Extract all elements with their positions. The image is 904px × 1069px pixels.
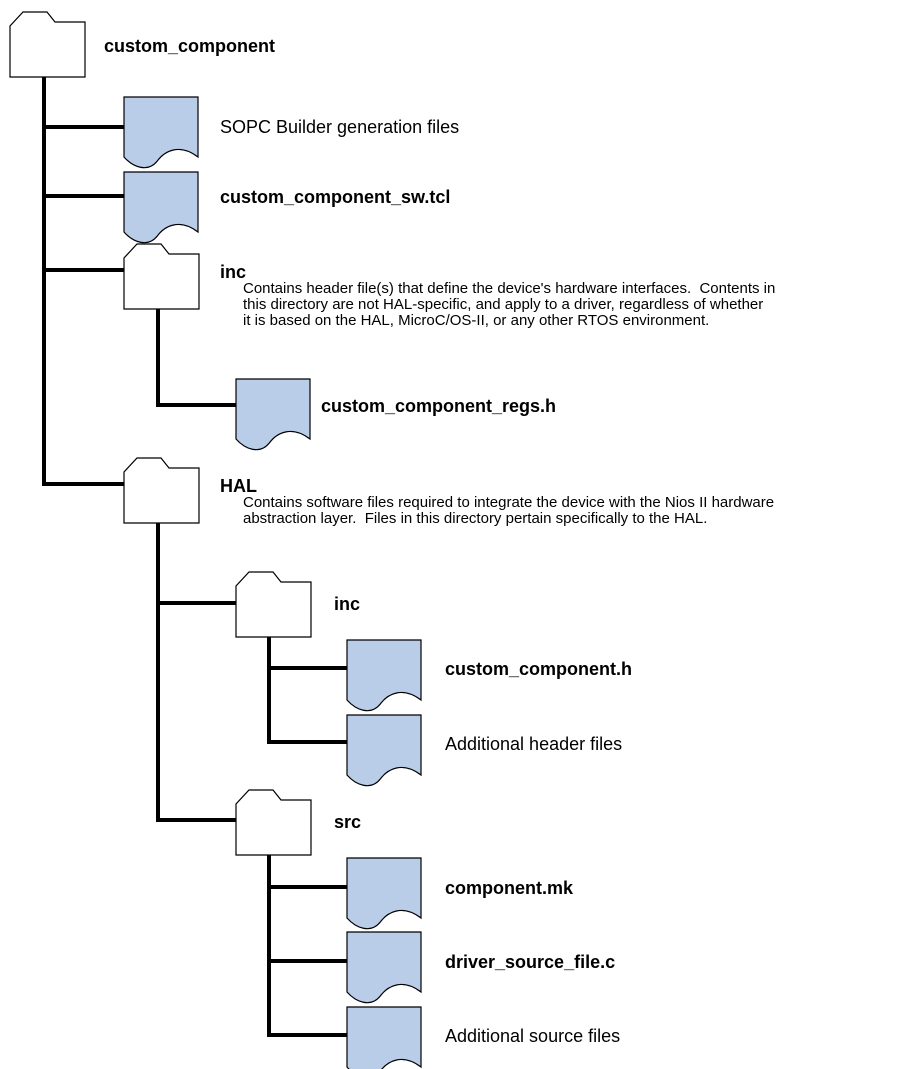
inc-folder-icon [123, 243, 200, 310]
hal-folder-icon [123, 457, 200, 524]
hal-inc-folder-label: inc [334, 594, 361, 614]
additional-header-files-label: Additional header files [445, 734, 623, 754]
additional-source-files-label: Additional source files [445, 1026, 621, 1046]
regs-h-file-icon [235, 378, 311, 451]
regs-h-file-label: custom_component_regs.h [321, 396, 557, 416]
hal-src-trunk-line [267, 846, 349, 1037]
additional-headers-file-icon [346, 714, 422, 787]
hal-folder-description: Contains software files required to inte… [243, 494, 775, 527]
sopc-files-label: SOPC Builder generation files [220, 117, 460, 137]
root-folder-icon [9, 11, 86, 78]
hal-src-folder-label: src [334, 812, 362, 832]
sw-tcl-file-label: custom_component_sw.tcl [220, 187, 451, 207]
driver-source-file-label: driver_source_file.c [445, 952, 616, 972]
additional-sources-file-icon [346, 1006, 422, 1069]
inc-folder-description: Contains header file(s) that define the … [243, 280, 776, 329]
hal-trunk-line [156, 510, 238, 822]
inc-folder-label: inc [220, 262, 247, 282]
hal-inc-trunk-line [267, 628, 349, 744]
hal-src-folder-icon [235, 789, 312, 856]
connector-regs-h [156, 296, 238, 407]
component-mk-file-icon [346, 857, 422, 930]
component-h-file-label: custom_component.h [445, 659, 633, 679]
driver-source-file-icon [346, 931, 422, 1004]
hal-folder-label: HAL [220, 476, 257, 496]
sopc-file-icon [123, 96, 199, 169]
hal-inc-folder-icon [235, 571, 312, 638]
sw-tcl-file-icon [123, 171, 199, 244]
component-h-file-icon [346, 639, 422, 712]
root-folder-label: custom_component [104, 36, 276, 56]
component-mk-file-label: component.mk [445, 878, 574, 898]
